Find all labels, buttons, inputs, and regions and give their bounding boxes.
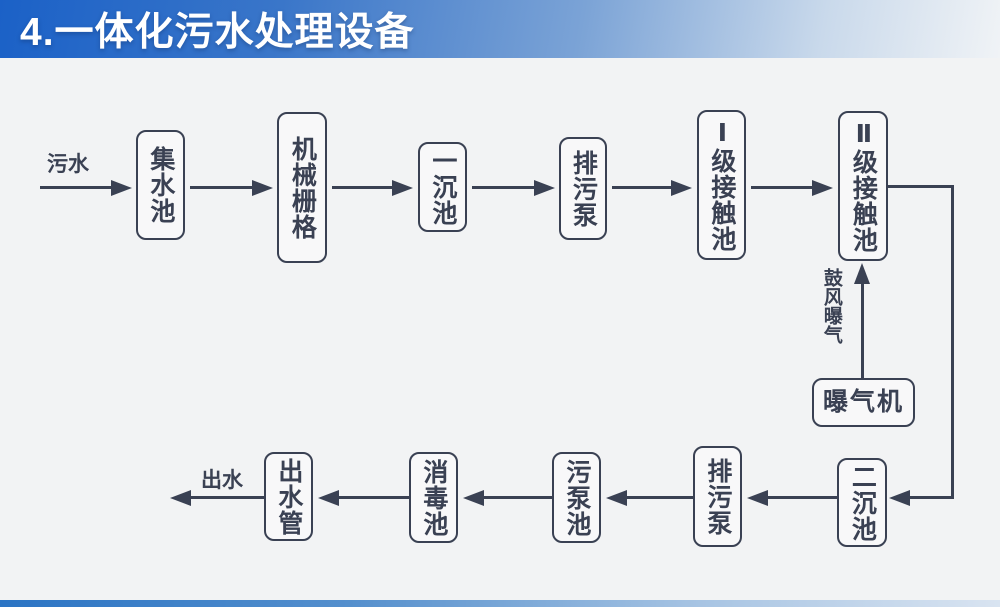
arrow-4-shaft [612,186,672,189]
node-sewage-pump-tank: 污泵池 [552,452,601,543]
slide-title: 4.一体化污水处理设备 [20,11,415,54]
node-disinfection-tank: 消毒池 [409,452,458,543]
arrow-8-shaft [483,496,552,499]
node-collection-tank: 集水池 [136,130,185,240]
inflow-label: 污水 [47,153,89,176]
node-mechanical-grid: 机械栅格 [277,112,327,263]
node-outlet-pipe: 出水管 [264,452,313,541]
node-sewage-discharge-pump-top: 排污泵 [559,137,607,240]
arrow-2-head [392,180,413,196]
node-sewage-discharge-pump-top-label: 排污泵 [569,149,598,228]
arrow-9-head [318,490,339,506]
arrow-3-shaft [472,186,535,189]
arrow-5-head [812,180,833,196]
connector-bottom-shaft [908,496,954,499]
outflow-label: 出水 [201,469,243,492]
connector-vertical-shaft [951,185,954,499]
node-primary-sedimentation-tank-label: 一沉池 [428,148,457,226]
arrow-2-shaft [332,186,393,189]
arrow-7-shaft [626,496,693,499]
connector-bottom-head [889,490,910,506]
node-aerator-label: 曝气机 [822,388,904,417]
arrow-inflow-head [111,180,132,196]
arrow-6-shaft [767,496,837,499]
arrow-9-shaft [338,496,409,499]
arrow-inflow-shaft [40,186,112,189]
arrow-aeration-shaft [861,280,864,378]
arrow-8-head [463,490,484,506]
node-sewage-discharge-pump-bottom: 排污泵 [693,446,742,547]
bottom-accent-strip [0,600,1000,607]
arrow-4-head [671,180,692,196]
node-outlet-pipe-label: 出水管 [274,457,303,536]
arrow-aeration-head [854,263,870,284]
arrow-6-head [747,490,768,506]
aeration-label: 鼓风曝气 [820,268,842,344]
node-level-2-contact-tank: Ⅱ级接触池 [838,111,888,261]
node-collection-tank-label: 集水池 [146,146,175,224]
node-secondary-sedimentation-tank: 二沉池 [837,458,887,547]
arrow-7-head [606,490,627,506]
arrow-3-head [534,180,555,196]
node-disinfection-tank-label: 消毒池 [419,458,448,537]
arrow-outflow-head [170,490,191,506]
connector-top-shaft [888,185,954,188]
node-level-2-contact-tank-label: Ⅱ级接触池 [849,119,878,253]
arrow-1-head [252,180,273,196]
node-level-1-contact-tank: Ⅰ级接触池 [697,110,746,260]
node-mechanical-grid-label: 机械栅格 [288,135,317,240]
node-sewage-discharge-pump-bottom-label: 排污泵 [703,457,732,536]
node-aerator: 曝气机 [812,378,915,427]
arrow-5-shaft [751,186,813,189]
node-primary-sedimentation-tank: 一沉池 [418,142,467,232]
node-secondary-sedimentation-tank-label: 二沉池 [848,463,877,542]
arrow-outflow-shaft [190,496,264,499]
node-level-1-contact-tank-label: Ⅰ级接触池 [707,118,736,252]
arrow-1-shaft [190,186,253,189]
node-sewage-pump-tank-label: 污泵池 [562,458,591,537]
title-banner: 4.一体化污水处理设备 [0,0,1000,58]
